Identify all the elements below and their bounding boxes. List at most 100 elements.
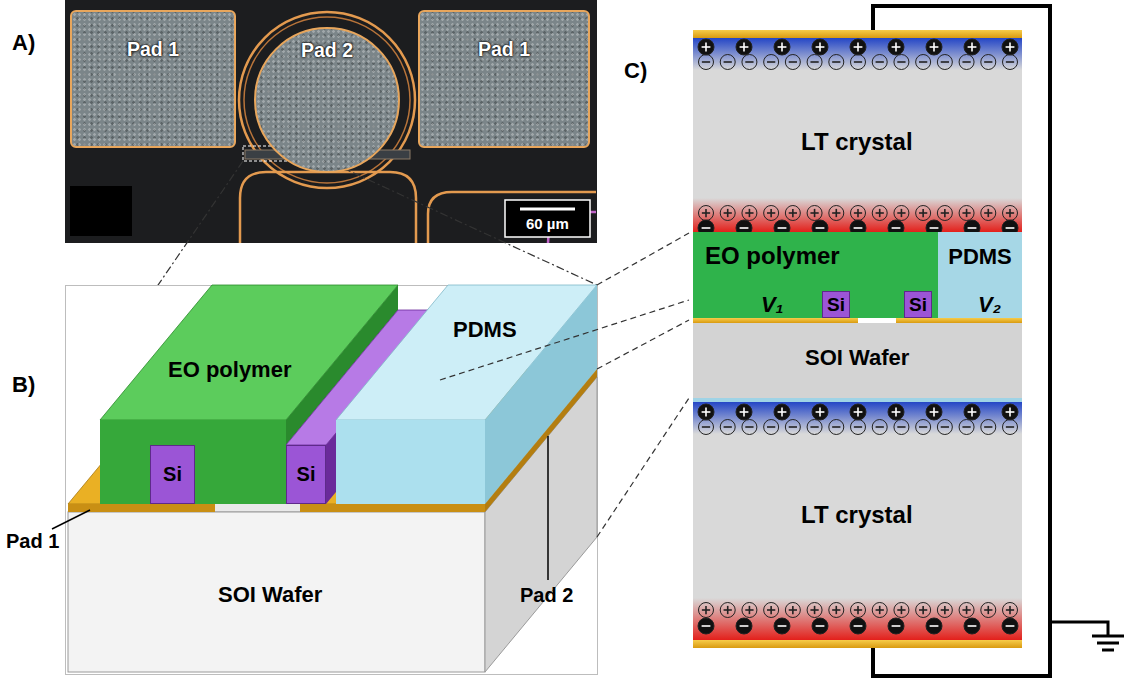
charge-sign xyxy=(770,606,772,614)
charge-sign xyxy=(930,625,939,627)
figure-label: Pad 2 xyxy=(520,584,573,607)
lt-crystal: LT crystal xyxy=(798,127,916,157)
charge-sign xyxy=(745,61,753,63)
figure-label: Pad 1 xyxy=(6,530,59,553)
node-label: Si xyxy=(297,463,316,486)
charge-circle xyxy=(872,603,887,618)
charge-sign xyxy=(933,43,935,52)
charge-circle xyxy=(959,55,974,70)
charge-sign xyxy=(1006,426,1014,428)
electrode-pad: Pad 1 xyxy=(418,10,590,148)
node-label: LT crystal xyxy=(801,501,913,529)
charge-sign xyxy=(987,209,989,217)
charge-sign xyxy=(749,606,751,614)
charge-sign xyxy=(810,426,818,428)
si-waveguide: Si xyxy=(822,291,850,318)
node-label: Pad 2 xyxy=(256,39,398,61)
charge-circle xyxy=(742,206,757,221)
charge-circle xyxy=(812,618,828,634)
figure-label: V₁ xyxy=(761,292,783,317)
charge-sign xyxy=(819,43,821,52)
photo-dark-patch xyxy=(70,186,132,236)
node-label: Si xyxy=(827,294,845,316)
charge-circle xyxy=(926,618,942,634)
lt-crystal: LT crystal xyxy=(798,500,916,530)
figure-label: B) xyxy=(12,372,35,397)
charge-sign xyxy=(778,625,787,627)
charge-circle xyxy=(894,55,909,70)
node-label: SOI Wafer xyxy=(805,345,909,370)
soi-wafer-body xyxy=(693,323,1022,398)
photo-background xyxy=(65,0,597,243)
charge-circle xyxy=(742,420,757,435)
charge-sign xyxy=(702,61,710,63)
charge-circle xyxy=(916,55,931,70)
charge-sign xyxy=(724,426,732,428)
charge-circle xyxy=(774,618,790,634)
charge-sign xyxy=(941,61,949,63)
charge-circle xyxy=(699,420,714,435)
charge-circle xyxy=(894,206,909,221)
charge-circle xyxy=(964,404,980,420)
node-label: PDMS xyxy=(948,244,1012,269)
charge-circle xyxy=(774,404,790,420)
charge-circle xyxy=(851,206,866,221)
charge-circle xyxy=(720,55,735,70)
charge-sign xyxy=(1009,43,1011,52)
charge-sign xyxy=(814,606,816,614)
charge-circle xyxy=(1002,404,1018,420)
node-label: EO polymer xyxy=(705,242,840,270)
charge-sign xyxy=(895,43,897,52)
charge-circle xyxy=(981,206,996,221)
charge-circle xyxy=(785,603,800,618)
charge-sign xyxy=(966,606,968,614)
charge-circle xyxy=(807,603,822,618)
charge-circle xyxy=(829,206,844,221)
charge-sign xyxy=(971,408,973,417)
soi-wafer: SOI Wafer xyxy=(802,344,912,371)
si-waveguide: Si xyxy=(150,445,195,504)
charge-circle xyxy=(937,206,952,221)
bus-waveguide xyxy=(240,172,416,243)
charge-sign xyxy=(789,61,797,63)
node-label: LT crystal xyxy=(801,128,913,156)
charge-sign xyxy=(857,43,859,52)
charge-circle xyxy=(981,55,996,70)
node-label: Si xyxy=(909,294,927,316)
eo-polymer-layer: EO polymer xyxy=(165,356,294,383)
charge-sign xyxy=(835,606,837,614)
charge-circle xyxy=(959,603,974,618)
charge-circle xyxy=(872,206,887,221)
charge-sign xyxy=(781,43,783,52)
figure-label: C) xyxy=(624,58,647,83)
charge-circle xyxy=(851,55,866,70)
charge-symbols xyxy=(698,39,1018,634)
charge-sign xyxy=(857,408,859,417)
charge-sign xyxy=(854,227,863,229)
charge-sign xyxy=(854,625,863,627)
charge-sign xyxy=(968,227,977,229)
charge-sign xyxy=(743,408,745,417)
charge-circle xyxy=(764,55,779,70)
charge-circle xyxy=(1003,420,1018,435)
charge-sign xyxy=(966,209,968,217)
charge-sign xyxy=(879,209,881,217)
node-label: PDMS xyxy=(453,317,517,342)
electrode-pad: Pad 1 xyxy=(70,10,236,148)
charge-sign xyxy=(781,408,783,417)
charge-sign xyxy=(857,209,859,217)
charge-circle xyxy=(699,603,714,618)
charge-circle xyxy=(916,603,931,618)
charge-circle xyxy=(916,206,931,221)
charge-sign xyxy=(835,209,837,217)
contact-layer xyxy=(693,398,1022,402)
node-label: Pad 1 xyxy=(420,38,588,60)
layer-leader xyxy=(440,300,689,380)
charge-circle xyxy=(1003,206,1018,221)
charge-circle xyxy=(736,39,752,55)
charge-sign xyxy=(857,606,859,614)
charge-sign xyxy=(778,227,787,229)
charge-circle xyxy=(699,55,714,70)
charge-circle xyxy=(699,206,714,221)
